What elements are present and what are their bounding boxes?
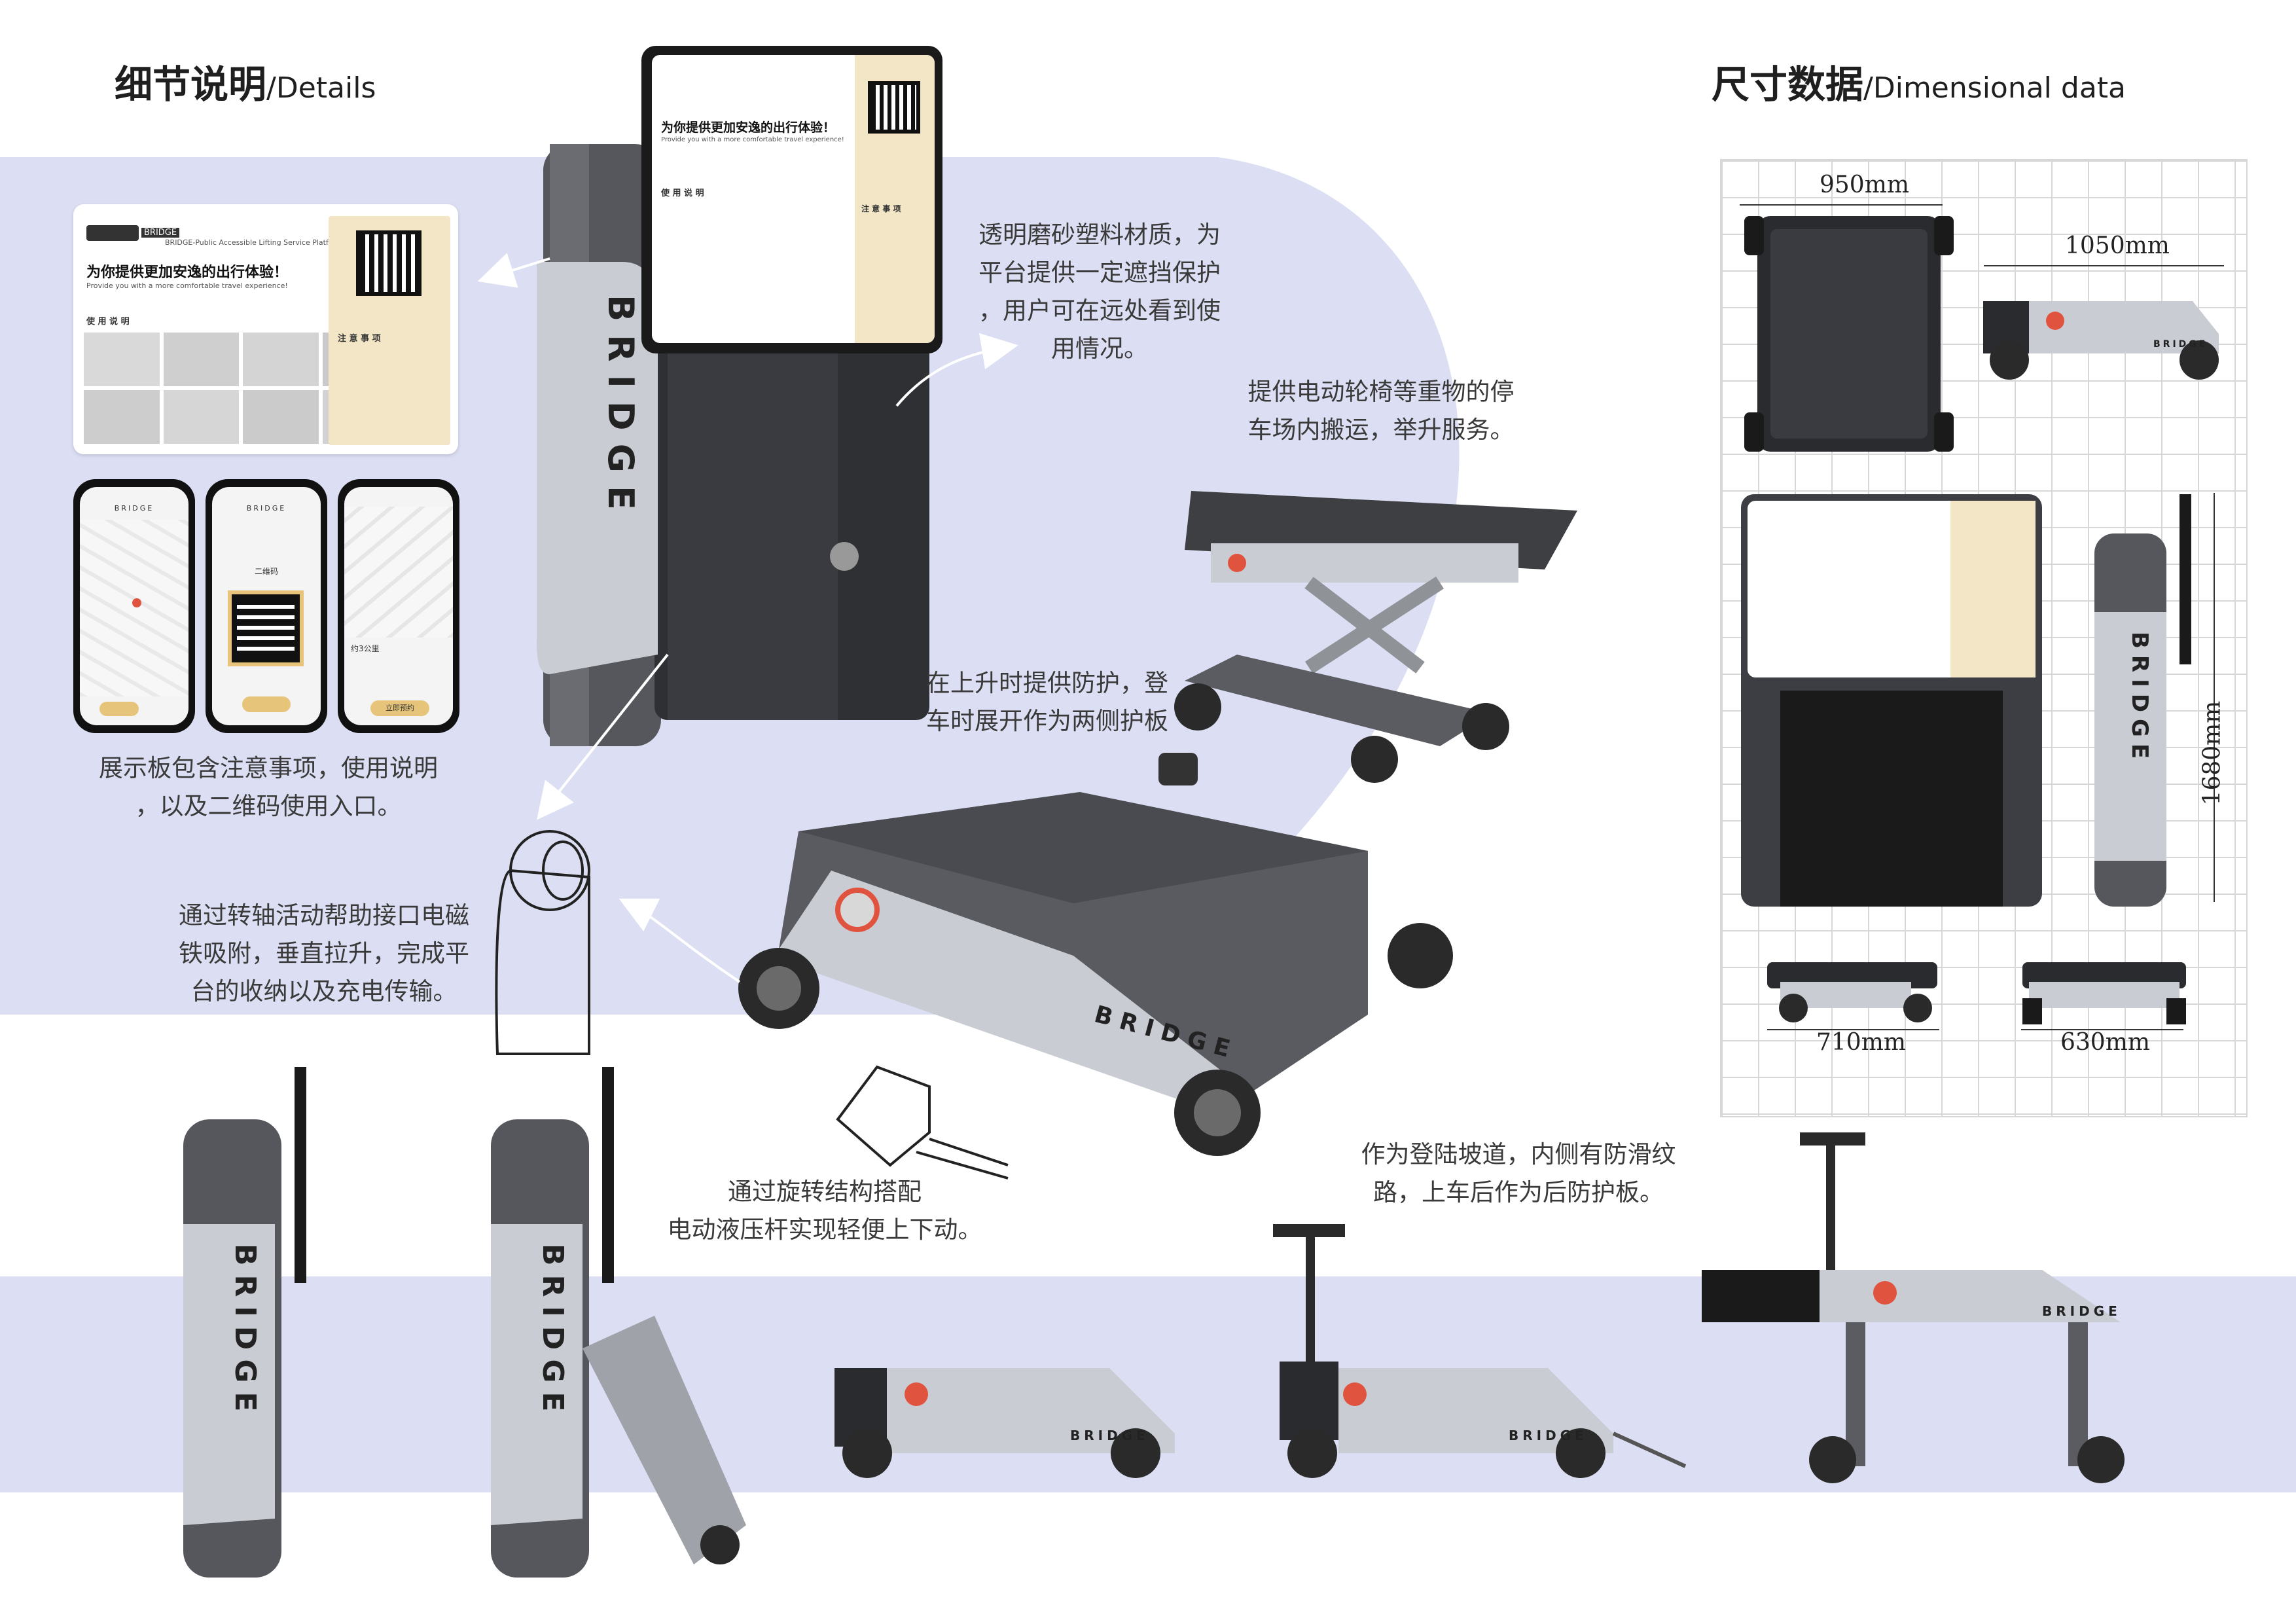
board-headline: 为你提供更加安逸的出行体验！ <box>86 264 289 281</box>
column-board-instructions: 使 用 说 明 <box>661 189 704 198</box>
dims-title: 尺寸数据/Dimensional data <box>1712 62 2126 107</box>
book-button[interactable] <box>99 702 139 716</box>
qr-code-icon[interactable] <box>356 230 422 296</box>
stowed-brand-2: BRIDGE <box>536 1244 569 1420</box>
board-notice-label: 注 意 事 项 <box>338 334 381 344</box>
folded-side-render <box>2022 962 2186 1024</box>
details-title: 细节说明/Details <box>115 62 376 107</box>
platform-render: BRIDGE <box>738 753 1453 1156</box>
phone-map-screen: BRIDGE <box>73 479 195 733</box>
annotation-lift-service: 提供电动轮椅等重物的停车场内搬运，举升服务。 <box>1247 378 1515 444</box>
annotation-display-board: 展示板包含注意事项，使用说明，以及二维码使用入口。 <box>99 754 438 820</box>
pivot-sketch <box>495 830 590 1055</box>
map-area <box>80 520 188 696</box>
annotation-frosted-panel: 透明磨砂塑料材质，为平台提供一定遮挡保护，用户可在远处看到使用情况。 <box>978 221 1221 363</box>
column-board-headline: 为你提供更加安逸的出行体验！ <box>661 120 836 135</box>
board-logo <box>86 225 139 241</box>
annotation-pivot: 通过转轴活动帮助接口电磁铁吸附，垂直拉升，完成平台的收纳以及充电传输。 <box>179 901 469 1005</box>
column-qr-icon[interactable] <box>868 81 920 134</box>
front-view-render <box>1741 494 2042 907</box>
raised-platform-render: BRIDGE <box>1702 1132 2125 1483</box>
dim-side-length: 1050mm <box>2065 232 2170 259</box>
platform-side-brand-2: BRIDGE <box>1509 1428 1588 1443</box>
dimension-lines <box>1740 204 2224 1030</box>
stowed-brand-1: BRIDGE <box>228 1244 262 1420</box>
board-brand: BRIDGE <box>141 228 180 238</box>
phone-qr-button[interactable] <box>242 696 291 712</box>
side-view-brand: BRIDGE <box>2153 339 2208 350</box>
column-side-brand: BRIDGE <box>2126 632 2153 765</box>
dim-folded-length: 710mm <box>1816 1029 1906 1056</box>
dim-height: 1680mm <box>2198 700 2226 806</box>
phone-qr-code-icon[interactable] <box>228 590 304 666</box>
platform-side-render-2: BRIDGE <box>1273 1224 1687 1478</box>
dim-top-width: 950mm <box>1820 171 1909 198</box>
raised-platform-brand: BRIDGE <box>2042 1303 2121 1319</box>
column-board-subline: Provide you with a more comfortable trav… <box>661 136 844 143</box>
board-subline: Provide you with a more comfortable trav… <box>86 281 288 290</box>
folded-front-render <box>1767 962 1937 1022</box>
annotation-ramp: 作为登陆坡道，内侧有防滑纹路，上车后作为后防护板。 <box>1361 1140 1676 1206</box>
column-brand-text: BRIDGE <box>600 295 641 523</box>
board-instructions-label: 使 用 说 明 <box>86 317 130 327</box>
route-button[interactable]: 立即预约 <box>370 700 429 716</box>
hydraulic-sketch <box>836 1065 1009 1180</box>
qr-caption: 二维码 <box>254 567 278 576</box>
display-board-card: BRIDGE BRIDGE-Public Accessible Lifting … <box>73 204 458 454</box>
annotation-hydraulic: 通过旋转结构搭配电动液压杆实现轻便上下动。 <box>667 1178 982 1244</box>
column-board-notice-label: 注 意 事 项 <box>861 204 901 213</box>
annotation-side-guard: 在上升时提供防护，登车时展开作为两侧护板 <box>926 669 1168 735</box>
distance-text: 约3公里 <box>351 644 380 653</box>
map-pin-icon[interactable] <box>132 598 141 607</box>
lift-render <box>1174 491 1577 783</box>
board-platform-name: BRIDGE-Public Accessible Lifting Service… <box>165 238 343 247</box>
column-board-screen: 为你提供更加安逸的出行体验！ Provide you with a more c… <box>652 55 935 343</box>
side-view-render: BRIDGE <box>1983 301 2219 380</box>
phone-brand-2: BRIDGE <box>246 504 287 513</box>
platform-side-render-1: BRIDGE <box>834 1368 1175 1478</box>
phone-brand: BRIDGE <box>114 504 154 513</box>
top-view-render <box>1744 216 1954 452</box>
dim-folded-width: 630mm <box>2060 1029 2150 1056</box>
stowed-column-render-1: BRIDGE <box>183 1067 306 1578</box>
phone-qr-screen: BRIDGE 二维码 <box>206 479 327 733</box>
platform-side-brand-1: BRIDGE <box>1070 1428 1149 1443</box>
stowed-column-render-2: BRIDGE <box>491 1067 746 1578</box>
column-side-view-render: BRIDGE <box>2094 494 2191 907</box>
route-map <box>344 507 453 638</box>
band-curve <box>851 157 1460 1015</box>
phone-route-screen: 约3公里 立即预约 <box>338 479 459 733</box>
